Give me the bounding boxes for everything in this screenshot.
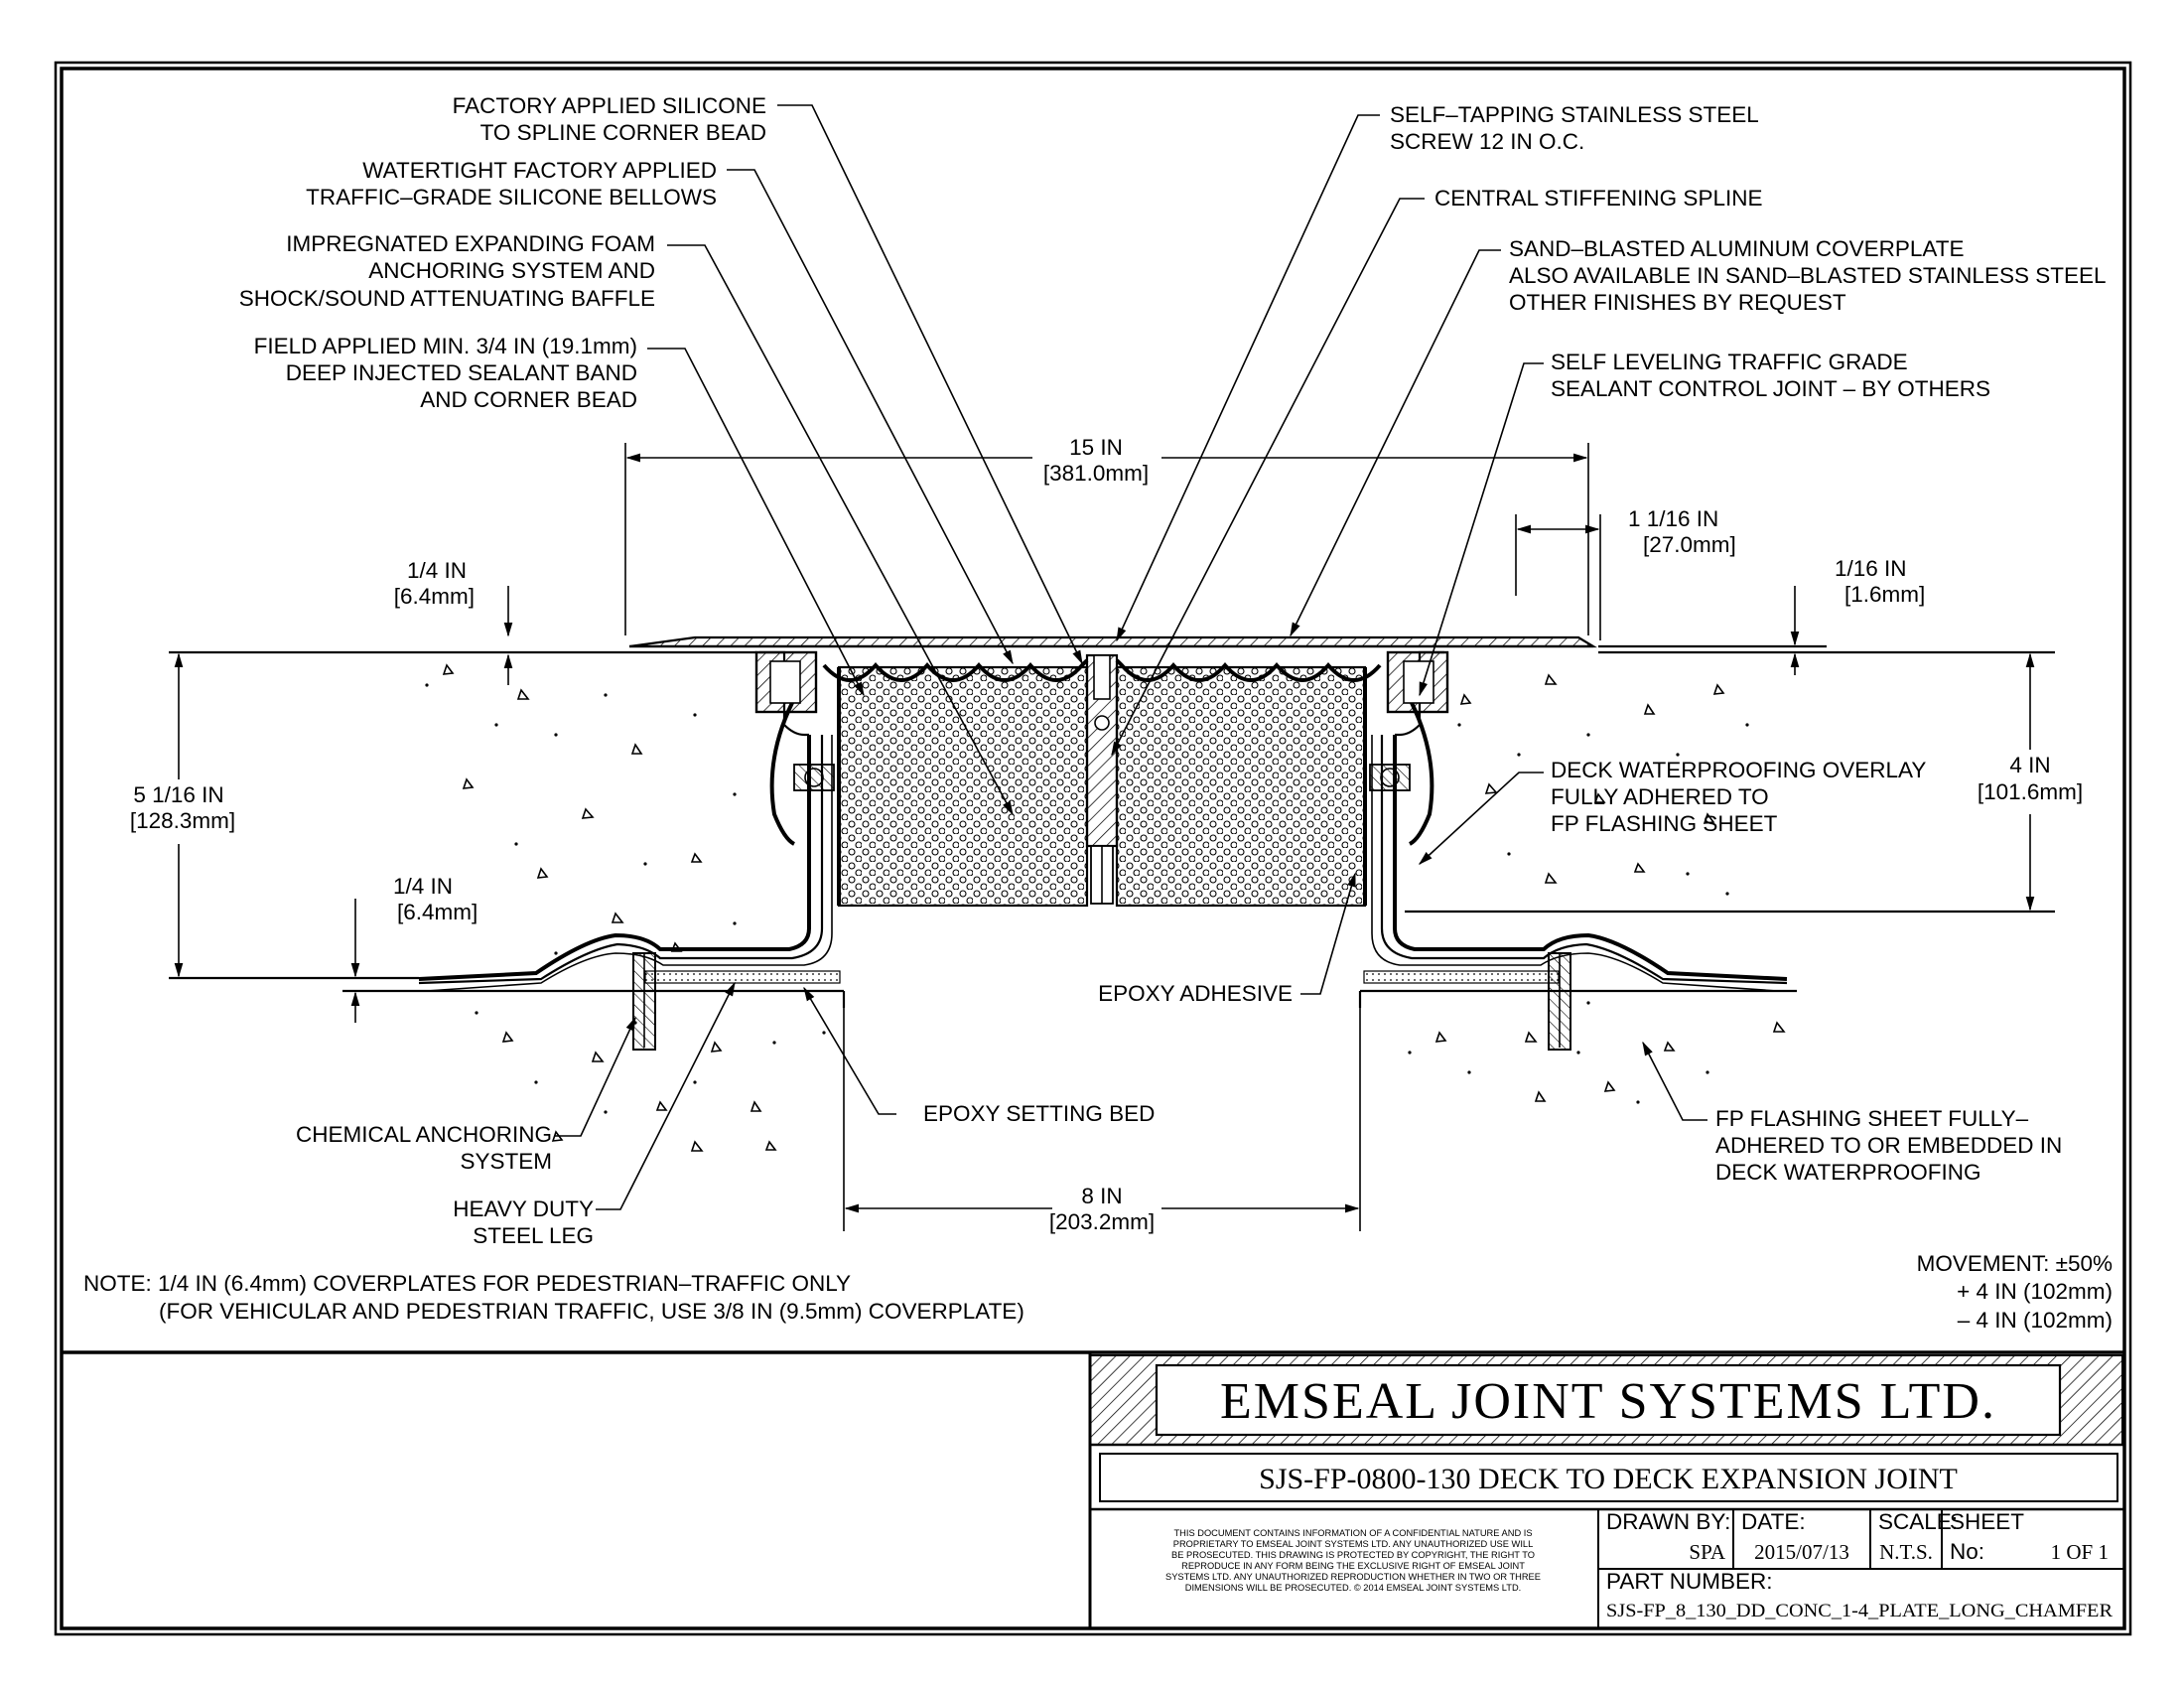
callout-labels: FACTORY APPLIED SILICONE TO SPLINE CORNE… (239, 93, 2107, 1248)
dim-left-plate-in: 1/4 IN (407, 558, 467, 583)
date-label: DATE: (1741, 1509, 1806, 1534)
note-line-2: (FOR VEHICULAR AND PEDESTRIAN TRAFFIC, U… (159, 1299, 1024, 1324)
cross-section (169, 635, 2055, 1152)
label-silicone-bead-2: TO SPLINE CORNER BEAD (480, 120, 766, 145)
right-bellows (1115, 658, 1382, 682)
svg-text:THIS DOCUMENT CONTAINS INFORMA: THIS DOCUMENT CONTAINS INFORMATION OF A … (1173, 1528, 1532, 1538)
dim-right-offset-mm: [27.0mm] (1643, 532, 1736, 557)
inner-border (60, 67, 2126, 1630)
label-steel-leg-1: HEAVY DUTY (453, 1196, 594, 1221)
svg-text:PROPRIETARY TO EMSEAL JOINT SY: PROPRIETARY TO EMSEAL JOINT SYSTEMS LTD.… (1173, 1539, 1534, 1549)
label-overlay-2: FULLY ADHERED TO (1551, 784, 1769, 809)
label-sealant-band-1: FIELD APPLIED MIN. 3/4 IN (19.1mm) (254, 334, 637, 358)
label-bellows-2: TRAFFIC–GRADE SILICONE BELLOWS (306, 185, 717, 210)
coverplate (628, 635, 1597, 648)
dim-flange-mm: [6.4mm] (397, 900, 478, 924)
disclaimer: THIS DOCUMENT CONTAINS INFORMATION OF A … (1165, 1528, 1541, 1593)
label-foam-2: ANCHORING SYSTEM AND (368, 258, 655, 283)
dim-right-plate-in: 1/16 IN (1835, 556, 1907, 581)
drawn-by-label: DRAWN BY: (1606, 1509, 1730, 1534)
svg-text:DIMENSIONS WILL BE PROSECUTED.: DIMENSIONS WILL BE PROSECUTED. © 2014 EM… (1185, 1583, 1522, 1593)
label-epoxy-bed: EPOXY SETTING BED (923, 1101, 1155, 1126)
label-sealant-band-3: AND CORNER BEAD (420, 387, 637, 412)
date: 2015/07/13 (1754, 1540, 1849, 1564)
dim-15-mm: [381.0mm] (1043, 461, 1149, 486)
dim-left-plate-mm: [6.4mm] (394, 584, 475, 609)
scale-label: SCALE: (1878, 1509, 1958, 1534)
label-overlay-3: FP FLASHING SHEET (1551, 811, 1778, 836)
label-steel-leg-2: STEEL LEG (473, 1223, 594, 1248)
dim-right-offset-in: 1 1/16 IN (1628, 506, 1718, 531)
dim-gap-mm: [203.2mm] (1049, 1209, 1155, 1234)
label-flashing-3: DECK WATERPROOFING (1715, 1160, 1981, 1185)
svg-text:BE PROSECUTED. THIS DRAWING IS: BE PROSECUTED. THIS DRAWING IS PROTECTED… (1171, 1550, 1535, 1560)
sheet-no-label: No: (1950, 1539, 1984, 1564)
right-steel-leg (1369, 650, 1444, 846)
label-anchoring-1: CHEMICAL ANCHORING (296, 1122, 552, 1147)
dimension-labels: 15 IN [381.0mm] 1 1/16 IN [27.0mm] 1/4 I… (130, 435, 2083, 1234)
label-bellows-1: WATERTIGHT FACTORY APPLIED (362, 158, 717, 183)
right-sealant-band (1386, 650, 1449, 714)
screw (1093, 654, 1111, 700)
movement-line-1: MOVEMENT: ±50% (1917, 1251, 2113, 1276)
right-flashing (1363, 735, 1788, 1051)
central-spline (1085, 653, 1119, 905)
left-sealant-band (754, 650, 818, 714)
label-sealant-band-2: DEEP INJECTED SEALANT BAND (286, 360, 637, 385)
dimension-lines (174, 443, 2035, 1231)
left-foam-block (837, 665, 1089, 908)
drawing-title: SJS-FP-0800-130 DECK TO DECK EXPANSION J… (1259, 1463, 1958, 1495)
movement-line-2: + 4 IN (102mm) (1957, 1279, 2113, 1304)
left-steel-leg (759, 650, 835, 846)
label-coverplate-1: SAND–BLASTED ALUMINUM COVERPLATE (1509, 236, 1964, 261)
label-overlay-1: DECK WATERPROOFING OVERLAY (1551, 758, 1926, 782)
label-flashing-2: ADHERED TO OR EMBEDDED IN (1715, 1133, 2062, 1158)
label-coverplate-3: OTHER FINISHES BY REQUEST (1509, 290, 1846, 315)
label-epoxy-adhesive: EPOXY ADHESIVE (1098, 981, 1293, 1006)
company-name: EMSEAL JOINT SYSTEMS LTD. (1220, 1373, 1996, 1430)
movement-line-3: – 4 IN (102mm) (1958, 1308, 2113, 1333)
label-anchoring-2: SYSTEM (460, 1149, 552, 1174)
label-screw-2: SCREW 12 IN O.C. (1390, 129, 1584, 154)
scale: N.T.S. (1879, 1540, 1933, 1564)
dim-flange-in: 1/4 IN (393, 874, 453, 899)
label-sealant-joint-1: SELF LEVELING TRAFFIC GRADE (1551, 350, 1908, 374)
concrete-dots-right (1408, 723, 1749, 1104)
svg-text:SYSTEMS LTD. ANY UNAUTHORIZED: SYSTEMS LTD. ANY UNAUTHORIZED REPRODUCTI… (1165, 1572, 1541, 1582)
label-flashing-1: FP FLASHING SHEET FULLY– (1715, 1106, 2029, 1131)
label-screw-1: SELF–TAPPING STAINLESS STEEL (1390, 102, 1759, 127)
dim-gap-in: 8 IN (1081, 1184, 1122, 1208)
title-block: EMSEAL JOINT SYSTEMS LTD. SJS-FP-0800-13… (1088, 1352, 2124, 1628)
concrete-aggregate-left (442, 663, 777, 1152)
label-foam-1: IMPREGNATED EXPANDING FOAM (286, 231, 655, 256)
label-sealant-joint-2: SEALANT CONTROL JOINT – BY OTHERS (1551, 376, 1990, 401)
right-foam-block (1115, 665, 1367, 908)
label-coverplate-2: ALSO AVAILABLE IN SAND–BLASTED STAINLESS… (1509, 263, 2107, 288)
left-flashing (418, 735, 841, 1051)
part-number: SJS-FP_8_130_DD_CONC_1-4_PLATE_LONG_CHAM… (1606, 1601, 2113, 1621)
concrete-aggregate-right (1434, 673, 1786, 1102)
label-spline: CENTRAL STIFFENING SPLINE (1434, 186, 1762, 211)
dim-depth-right-mm: [101.6mm] (1978, 779, 2083, 804)
dim-depth-right-in: 4 IN (2009, 753, 2050, 777)
dim-15-in: 15 IN (1069, 435, 1123, 460)
dim-depth-left-in: 5 1/16 IN (133, 782, 223, 807)
outer-border (54, 61, 2132, 1636)
note-line-1: NOTE: 1/4 IN (6.4mm) COVERPLATES FOR PED… (83, 1271, 851, 1296)
sheet-label: SHEET (1950, 1509, 2024, 1534)
svg-text:REPRODUCE IN ANY FORM BEING TH: REPRODUCE IN ANY FORM BEING THE EXCLUSIV… (1181, 1561, 1525, 1571)
concrete-dots-left (425, 683, 826, 1114)
leader-lines (554, 104, 1707, 1210)
part-number-label: PART NUMBER: (1606, 1569, 1773, 1594)
label-foam-3: SHOCK/SOUND ATTENUATING BAFFLE (239, 286, 655, 311)
label-silicone-bead-1: FACTORY APPLIED SILICONE (453, 93, 766, 118)
drawn-by: SPA (1689, 1540, 1725, 1564)
dim-depth-left-mm: [128.3mm] (130, 808, 235, 833)
left-bellows (822, 658, 1089, 682)
dim-right-plate-mm: [1.6mm] (1844, 582, 1925, 607)
left-deck-region (169, 651, 784, 989)
sheet-value: 1 OF 1 (2051, 1540, 2109, 1564)
